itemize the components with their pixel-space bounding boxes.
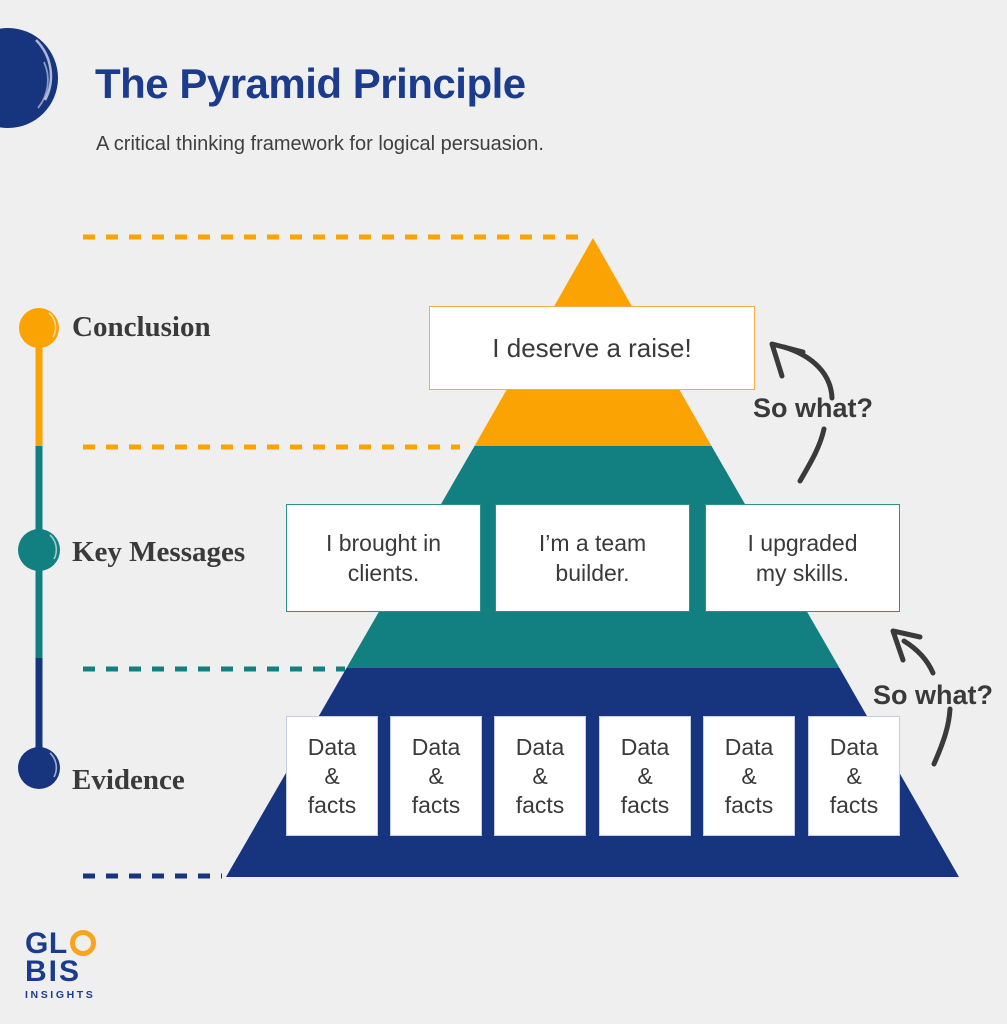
evidence-box-4: Data & facts — [599, 716, 691, 836]
globis-logo-bis-text: BIS — [25, 955, 82, 988]
level-label-key-messages: Key Messages — [72, 536, 246, 568]
logo-o-ring-icon — [69, 930, 96, 956]
evidence-box-1: Data & facts — [286, 716, 378, 836]
timeline-dot-key-messages — [18, 529, 60, 571]
timeline-dot-conclusion — [19, 308, 59, 348]
evidence-box-5: Data & facts — [703, 716, 795, 836]
globis-logo: GL BIS INSIGHTS — [25, 927, 96, 1001]
evidence-box-2: Data & facts — [390, 716, 482, 836]
level-label-conclusion: Conclusion — [72, 311, 211, 343]
conclusion-box: I deserve a raise! — [429, 306, 755, 390]
so-what-label-top: So what? — [753, 393, 873, 423]
page-title: The Pyramid Principle — [95, 60, 526, 107]
key-message-box-1: I brought in clients. — [286, 504, 481, 612]
globis-logo-gl-text: GL — [25, 927, 68, 960]
globis-logo-insights-text: INSIGHTS — [25, 989, 96, 1001]
arrow-so-what-bottom — [890, 628, 953, 767]
key-message-box-3: I upgraded my skills. — [705, 504, 900, 612]
globis-logo-line1: GL — [25, 927, 96, 960]
key-message-box-2: I’m a team builder. — [495, 504, 690, 612]
evidence-box-3: Data & facts — [494, 716, 586, 836]
level-label-evidence: Evidence — [72, 764, 185, 796]
page-subtitle: A critical thinking framework for logica… — [96, 133, 544, 155]
timeline-dot-evidence — [18, 747, 60, 789]
so-what-label-bottom: So what? — [873, 680, 993, 710]
timeline — [18, 308, 60, 789]
brand-brush-circle — [0, 28, 58, 128]
evidence-box-6: Data & facts — [808, 716, 900, 836]
arrow-so-what-top — [769, 341, 835, 484]
